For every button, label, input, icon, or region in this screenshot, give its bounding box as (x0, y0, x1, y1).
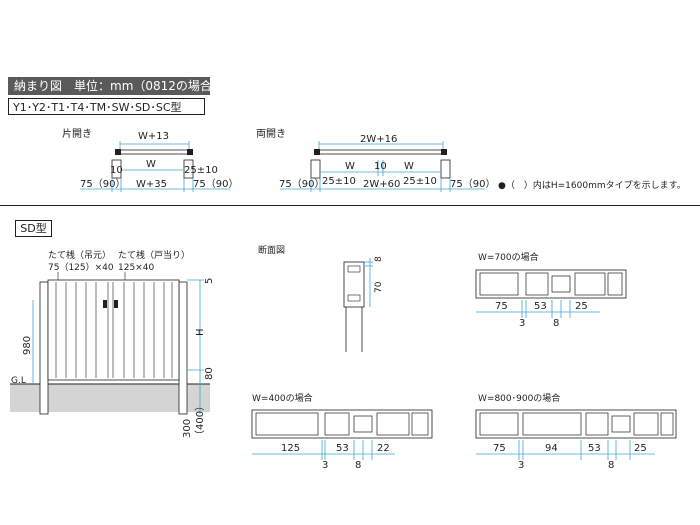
sd-type-badge: SD型 (15, 220, 52, 237)
dim-post: 300 (182, 419, 193, 438)
dim-980: 980 (22, 336, 33, 355)
dim-5: 5 (204, 278, 215, 284)
double-gap-right: 25±10 (403, 176, 437, 187)
w400-title: W=400の場合 (252, 392, 313, 404)
w800-d3: 53 (588, 443, 601, 454)
w400-d5: 8 (355, 460, 361, 471)
w800-d4: 25 (634, 443, 647, 454)
single-gap-right: 25±10 (184, 165, 218, 176)
double-top-dim: 2W+16 (360, 134, 397, 145)
double-gap-left: 25±10 (322, 176, 356, 187)
w400-d4: 3 (322, 460, 328, 471)
double-swing-plan: 両開き 2W+16 W 10 W 75（90） 25±10 2W+60 25±1… (256, 128, 495, 192)
single-bottom-dim: W+35 (136, 179, 167, 190)
dim-80: 80 (204, 367, 215, 380)
ground-level-label: G.L (11, 376, 26, 386)
w700-d2: 53 (534, 301, 547, 312)
w800-d5: 3 (518, 460, 524, 471)
section-dim-70: 70 (374, 281, 384, 293)
w700-d4: 3 (519, 318, 525, 329)
w700-section: W=700の場合 75 53 25 3 8 (475, 251, 627, 329)
single-right-post: 75（90） (193, 178, 238, 190)
single-left-post: 75（90） (80, 178, 125, 190)
section-title: 断面図 (258, 244, 285, 256)
dim-post-alt: （400） (194, 401, 206, 440)
double-left-post: 75（90） (279, 178, 324, 190)
w700-d3: 25 (575, 301, 588, 312)
dim-h: H (195, 328, 206, 336)
gate-types-label: Y1･Y2･T1･T4･TM･SW･SD･SC型 (8, 98, 205, 115)
double-bottom-dim: 2W+60 (363, 179, 400, 190)
w800-section: W=800･900の場合 75 94 53 25 3 8 (475, 392, 677, 471)
single-w-dim: W (146, 159, 156, 170)
w700-title: W=700の場合 (478, 251, 539, 263)
frame-left-size: 75（125）×40 (48, 262, 114, 273)
w800-title: W=800･900の場合 (478, 392, 560, 404)
single-swing-plan: 片開き W+13 W 10 25±10 75（90） W+35 75（90） (62, 127, 238, 192)
section-divider (0, 205, 700, 206)
sd-elevation: たて桟（吊元） 75（125）×40 たて桟（戸当り） 125×40 G.L (10, 249, 215, 440)
w800-d1: 75 (493, 443, 506, 454)
w800-d6: 8 (608, 460, 614, 471)
w400-d2: 53 (336, 443, 349, 454)
w700-d5: 8 (553, 318, 559, 329)
w700-d1: 75 (495, 301, 508, 312)
w400-d3: 22 (377, 443, 390, 454)
frame-right-size: 125×40 (118, 263, 154, 273)
double-swing-title: 両開き (256, 128, 286, 140)
w400-section: W=400の場合 125 53 22 3 8 (251, 392, 433, 471)
double-center-gap: 10 (374, 161, 387, 172)
section-view: 断面図 8 70 (258, 244, 384, 352)
double-w1-dim: W (345, 161, 355, 172)
single-top-dim: W+13 (138, 131, 169, 142)
section-dim-8: 8 (374, 256, 384, 262)
frame-right-label: たて桟（戸当り） (118, 249, 190, 261)
frame-left-label: たて桟（吊元） (48, 249, 111, 261)
single-gap-left: 10 (110, 165, 123, 176)
double-w2-dim: W (404, 161, 414, 172)
w400-d1: 125 (281, 443, 300, 454)
double-right-post: 75（90） (450, 178, 495, 190)
diagram-header: 納まり図 単位：mm（0812の場合） (8, 77, 224, 95)
size-note: ●（ ）内はH=1600mmタイプを示します。 (498, 179, 686, 191)
w800-d2: 94 (545, 443, 558, 454)
single-swing-title: 片開き (62, 127, 92, 140)
